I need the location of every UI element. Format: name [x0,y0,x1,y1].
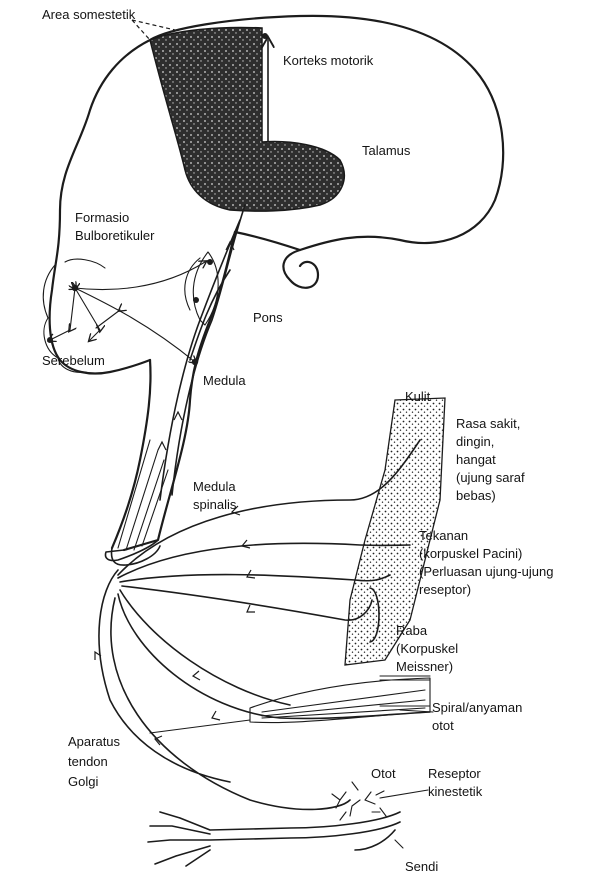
kinesthetic-receptor [332,782,386,820]
nerve-arrows [95,506,255,745]
label-rasa-sakit-2: dingin, [456,433,494,450]
leader-golgi [150,720,250,733]
label-tekanan-3: (Perluasan ujung-ujung [419,563,553,580]
label-rasa-sakit-3: hangat [456,451,496,468]
leader-reseptor [380,790,428,798]
label-medula-spinalis-2: spinalis [193,496,236,513]
label-reseptor-2: kinestetik [428,783,482,800]
label-bulboretikuler: Bulboretikuler [75,227,155,244]
label-medula-spinalis-1: Medula [193,478,236,495]
label-rasa-sakit-5: bebas) [456,487,496,504]
label-talamus: Talamus [362,142,410,159]
label-otot: Otot [371,765,396,782]
leader-spiral [400,710,433,712]
label-tekanan-1: Tekanan [419,527,468,544]
label-formasio: Formasio [75,209,129,226]
label-sendi: Sendi [405,858,438,875]
label-tekanan-2: (korpuskel Pacini) [419,545,522,562]
label-korteks-motorik: Korteks motorik [283,52,373,69]
label-spiral-1: Spiral/anyaman [432,699,522,716]
ascending-tracts [160,205,245,500]
medulla-node [192,359,198,365]
label-aparatus-3: Golgi [68,773,98,790]
cerebellum-node [72,285,78,291]
label-rasa-sakit-1: Rasa sakit, [456,415,520,432]
label-tekanan-4: reseptor) [419,581,471,598]
leader-sendi [395,840,403,848]
label-serebelum: Serebelum [42,352,105,369]
label-aparatus-2: tendon [68,753,108,770]
muscle-spindle [250,678,430,723]
label-rasa-sakit-4: (ujung saraf [456,469,525,486]
label-raba-1: Raba [396,622,427,639]
cerebellar-tracts [50,262,205,362]
label-reseptor-1: Reseptor [428,765,481,782]
label-aparatus-1: Aparatus [68,733,120,750]
arm-bones [148,812,400,866]
label-pons: Pons [253,309,283,326]
motor-cortex-node [262,33,268,39]
label-raba-2: (Korpuskel [396,640,458,657]
cerebellum-node [47,337,53,343]
label-area-somestetik: Area somestetik [42,6,135,23]
reticular-node [193,297,199,303]
reticular-node [207,259,213,265]
label-medula: Medula [203,372,246,389]
label-raba-3: Meissner) [396,658,453,675]
label-kulit: Kulit [405,388,430,405]
label-spiral-2: otot [432,717,454,734]
